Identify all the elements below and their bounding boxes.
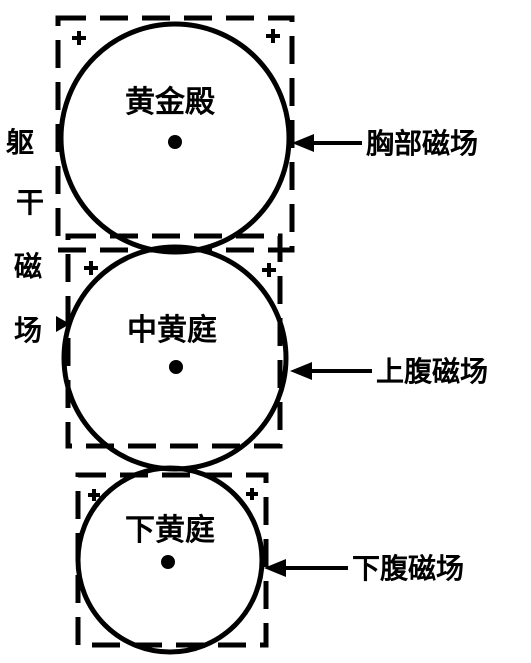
torso-field-char-4: 场 <box>14 314 42 347</box>
torso-field-pointer <box>56 316 70 332</box>
lower-dantian-center-dot <box>161 555 175 569</box>
chest-field-box <box>55 15 295 253</box>
upper-dantian-center-dot <box>168 135 182 149</box>
lower-dantian-label: 下黄庭 <box>125 513 215 548</box>
torso-field-char-2: 干 <box>16 186 44 219</box>
middle-dantian-circle <box>61 244 289 472</box>
torso-field-char-1: 躯 <box>5 126 34 159</box>
lower-dantian-circle <box>75 465 265 655</box>
lower-abdomen-field-arrow <box>264 559 348 577</box>
torso-field-char-3: 磁 <box>14 250 42 283</box>
upper-dantian-circle <box>58 21 292 255</box>
upper-abdomen-field-label: 上腹磁场 <box>376 355 488 388</box>
upper-dantian-label: 黄金殿 <box>125 85 215 120</box>
upper-abdomen-field-arrow <box>290 362 372 380</box>
chest-field-arrow <box>292 134 362 152</box>
lower-abdomen-field-label: 下腹磁场 <box>352 552 464 585</box>
middle-dantian-label: 中黄庭 <box>127 313 217 348</box>
middle-dantian-center-dot <box>169 360 183 374</box>
upper-abdomen-field-box <box>65 233 283 449</box>
corner-marks <box>72 29 280 501</box>
chest-field-label: 胸部磁场 <box>366 127 478 160</box>
